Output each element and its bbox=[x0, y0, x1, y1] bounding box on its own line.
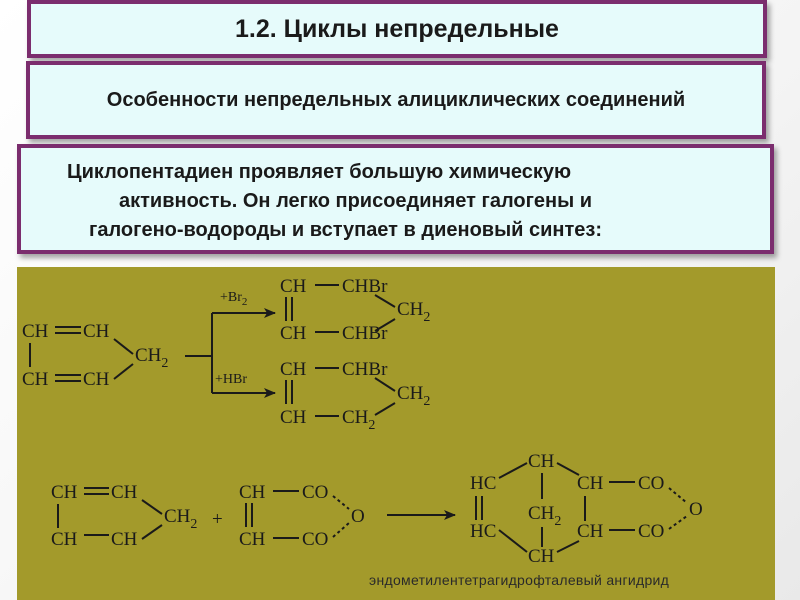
atom-label: CH bbox=[280, 323, 307, 344]
atom-label: CH bbox=[111, 482, 138, 503]
atom-ch: CH bbox=[22, 321, 49, 342]
atom-label: CO bbox=[638, 473, 664, 494]
reaction-scheme-svg: CH CH CH CH CH2 +Br2 +HBr CH CHBr CH CHB… bbox=[22, 276, 703, 588]
maleic-anhydride: CH CO CH CO O bbox=[239, 482, 365, 550]
atom-label: CH bbox=[51, 529, 78, 550]
atom-label: HC bbox=[470, 473, 496, 494]
product-anhydride: CH HC HC CH2 CH CH CH CO CO O bbox=[470, 451, 703, 567]
atom-label: CHBr bbox=[342, 323, 388, 344]
product-caption: эндометилентетрагидрофталевый ангидрид bbox=[369, 572, 669, 588]
branch-arrows: +Br2 +HBr bbox=[185, 290, 276, 398]
atom-label: CHBr bbox=[342, 359, 388, 380]
atom-label: O bbox=[689, 499, 703, 520]
slide-title: 1.2. Циклы непредельные bbox=[235, 14, 559, 43]
reagent-br2: +Br2 bbox=[220, 290, 247, 308]
atom-label: CH2 bbox=[397, 383, 430, 409]
atom-ch: CH bbox=[22, 369, 49, 390]
atom-label: CH2 bbox=[528, 503, 561, 529]
description-line-2: активность. Он легко присоединяет галоге… bbox=[119, 190, 593, 212]
title-box: 1.2. Циклы непредельные bbox=[27, 0, 767, 58]
atom-label: CO bbox=[638, 521, 664, 542]
reaction-scheme: CH CH CH CH CH2 +Br2 +HBr CH CHBr CH CHB… bbox=[17, 267, 775, 600]
atom-label: CH bbox=[528, 546, 555, 567]
atom-label: CH bbox=[280, 407, 307, 428]
atom-label: CH2 bbox=[164, 506, 197, 532]
atom-label: CO bbox=[302, 482, 328, 503]
description-line-3: галогено-водороды и вступает в диеновый … bbox=[89, 219, 603, 241]
atom-label: CH bbox=[280, 359, 307, 380]
description-box: Циклопентадиен проявляет большую химичес… bbox=[17, 144, 774, 254]
reagent-hbr: +HBr bbox=[215, 372, 247, 387]
atom-ch: CH bbox=[83, 321, 110, 342]
atom-label: CO bbox=[302, 529, 328, 550]
product-monobromide: CH CHBr CH CH2 CH2 bbox=[280, 359, 430, 433]
atom-label: HC bbox=[470, 521, 496, 542]
slide-subtitle: Особенности непредельных алициклических … bbox=[106, 89, 686, 111]
atom-label: O bbox=[351, 506, 365, 527]
description-line-1: Циклопентадиен проявляет большую химичес… bbox=[67, 161, 572, 183]
atom-label: CH2 bbox=[397, 299, 430, 325]
cyclopentadiene-1: CH CH CH CH CH2 bbox=[22, 321, 168, 390]
product-dibromide: CH CHBr CH CHBr CH2 bbox=[280, 276, 430, 344]
cyclopentadiene-2: CH CH CH CH CH2 bbox=[51, 482, 197, 550]
atom-label: CH bbox=[51, 482, 78, 503]
atom-label: CH bbox=[528, 451, 555, 472]
atom-label: CH bbox=[239, 482, 266, 503]
subtitle-box: Особенности непредельных алициклических … bbox=[26, 61, 766, 139]
atom-ch: CH bbox=[83, 369, 110, 390]
atom-label: CH bbox=[111, 529, 138, 550]
atom-label: CH bbox=[239, 529, 266, 550]
atom-label: CHBr bbox=[342, 276, 388, 297]
atom-ch2: CH2 bbox=[135, 345, 168, 371]
atom-label: CH bbox=[280, 276, 307, 297]
plus-sign: + bbox=[212, 509, 223, 530]
atom-label: CH bbox=[577, 473, 604, 494]
atom-label: CH2 bbox=[342, 407, 375, 433]
atom-label: CH bbox=[577, 521, 604, 542]
